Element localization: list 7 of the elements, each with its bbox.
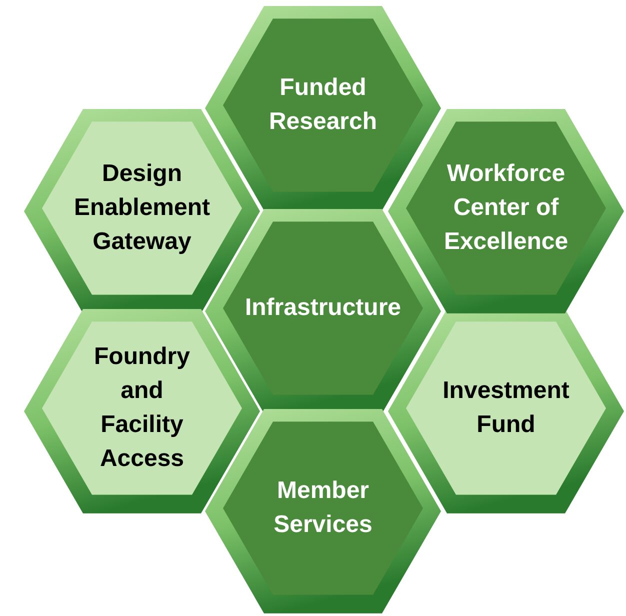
- tile-label: Infrastructure: [244, 292, 402, 323]
- tile-label: Workforce Center of Excellence: [442, 158, 570, 257]
- tile-label: Funded Research: [268, 72, 378, 137]
- tile-label: Design Enablement Gateway: [72, 158, 212, 257]
- tile-label: Investment Fund: [442, 376, 570, 440]
- tile-label: Member Services: [272, 476, 374, 540]
- tile-label: Foundry and Facility Access: [93, 342, 191, 474]
